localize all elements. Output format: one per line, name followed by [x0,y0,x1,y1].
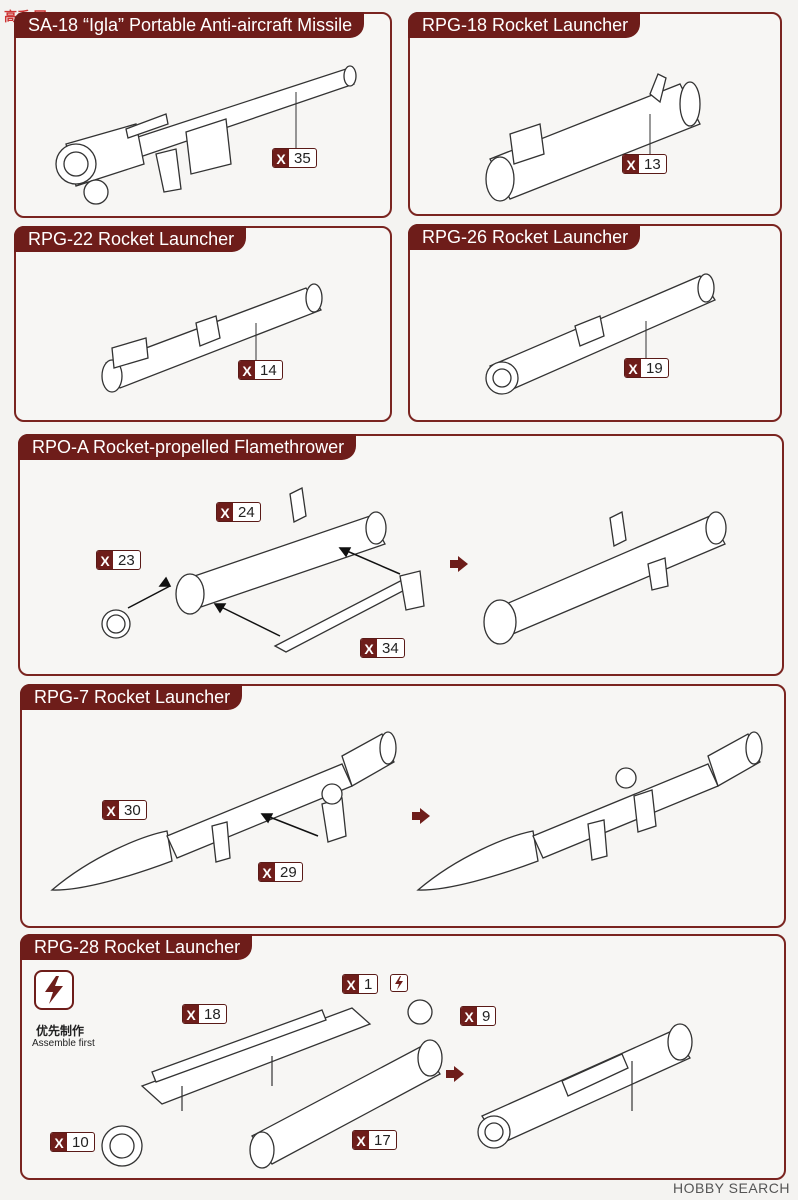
panel-title: RPG-7 Rocket Launcher [20,684,243,710]
rpg28-assembly-drawing [101,999,693,1169]
panel-title: RPG-28 Rocket Launcher [20,934,253,960]
lightning-icon [45,976,63,1004]
footer-brand: HOBBY SEARCH [673,1180,790,1196]
rpg7-assembly-drawing [50,731,763,891]
lightning-icon [390,974,408,992]
rpg26-drawing [485,273,716,395]
panel-title: RPG-26 Rocket Launcher [408,224,641,250]
rpg22-drawing [101,283,323,393]
panel-title: RPG-22 Rocket Launcher [14,226,247,252]
panel-igla: SA-18 “Igla” Portable Anti-aircraft Miss… [14,12,392,218]
next-step-arrow [412,808,430,824]
panel-rpg28: RPG-28 Rocket Launcher 优先制作 Assembl [20,934,786,1180]
next-step-arrow [450,556,468,572]
panel-title: RPG-18 Rocket Launcher [408,12,641,38]
rpg18-drawing [485,73,701,202]
assemble-first-cn: 优先制作 [36,1024,85,1038]
panel-title: RPO-A Rocket-propelled Flamethrower [18,434,357,460]
rpo-a-assembly-drawing [101,487,727,653]
next-step-arrow [446,1066,464,1082]
assemble-first-box [34,970,74,1010]
panel-rpo-a: RPO-A Rocket-propelled Flamethrower [18,434,784,676]
igla-missile-drawing [55,65,357,205]
assemble-first-en: Assemble first [32,1038,95,1049]
panel-title: SA-18 “Igla” Portable Anti-aircraft Miss… [14,12,365,38]
